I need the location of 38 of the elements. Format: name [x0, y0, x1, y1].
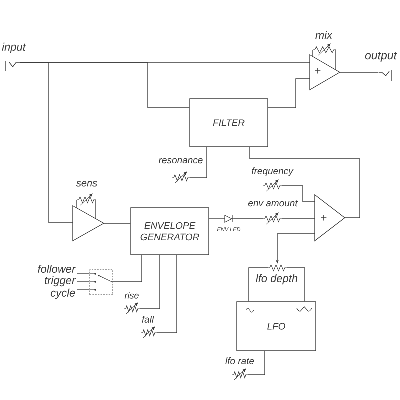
control-label: mix: [316, 31, 333, 39]
signal-wire: [190, 147, 208, 178]
signal-wire: [209, 218, 224, 220]
signal-wire: [312, 50, 314, 58]
signal-wire: [248, 351, 266, 376]
signal-wire: [282, 218, 316, 220]
signal-wire: [340, 72, 379, 73]
signal-wire: [156, 255, 178, 334]
signal-wire: [140, 255, 160, 310]
signal-wire: [286, 268, 306, 302]
lfo-box: LFO: [236, 302, 316, 352]
control-label: rise: [124, 292, 139, 299]
signal-wire: [268, 78, 310, 108]
control-label: lfo rate: [226, 358, 254, 364]
control-label: env amount: [248, 200, 298, 207]
control-label: fall: [142, 316, 154, 323]
control-label: frequency: [252, 168, 294, 176]
signal-wire: [234, 218, 264, 220]
jack-label: output: [365, 52, 398, 62]
control-label: lfo depth: [256, 274, 298, 285]
mode-label: trigger: [44, 276, 76, 287]
signal-wire: [282, 186, 316, 202]
signal-wire: [248, 268, 268, 302]
signal-wire: [20, 62, 74, 224]
envelope-generator-box: ENVELOPE GENERATOR: [130, 208, 210, 256]
signal-wire: [104, 223, 131, 224]
plus-sign: +: [315, 68, 321, 74]
filter-box: FILTER: [190, 98, 268, 148]
signal-wire: [250, 147, 360, 218]
jack-label: input: [2, 42, 26, 54]
plus-sign: +: [321, 215, 327, 221]
signal-wire: [76, 200, 78, 209]
control-label: sens: [76, 181, 98, 187]
mode-label: cycle: [50, 288, 76, 300]
control-label: resonance: [158, 158, 203, 164]
switch-symbol: [90, 270, 114, 296]
mode-label: follower: [38, 264, 76, 274]
signal-wire: [112, 255, 142, 282]
